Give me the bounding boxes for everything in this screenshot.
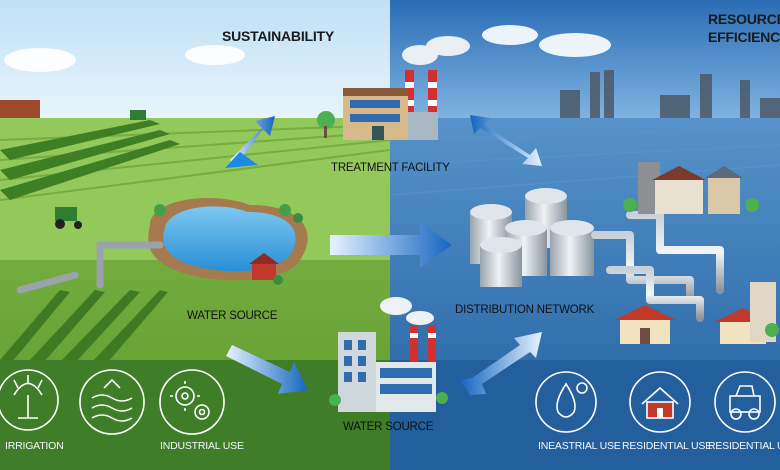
town-illustration [623,162,759,214]
label-use-ineastrial: INEASTRIAL USE [538,440,621,452]
pipes-left [16,241,164,294]
pond-illustration [148,197,308,285]
label-use-residential-2: RESIDENTIAL USE [708,440,780,452]
label-use-residential-1: RESIDENTIAL USE [622,440,712,452]
arrow-pond-to-distribution [330,222,452,268]
arrow-pond-to-plant [226,345,308,394]
label-distribution-network: DISTRIBUTION NETWORK [455,304,595,316]
treatment-facility-illustration [317,36,470,140]
house-icon [629,371,691,433]
heading-sustainability: SUSTAINABILITY [222,28,335,44]
label-treatment-facility: TREATMENT FACILITY [331,162,450,174]
houses-illustration [614,282,779,344]
arrow-treatment-left [225,116,275,168]
distribution-tanks-illustration [470,188,594,287]
label-use-irrigation: IRRIGATION [5,440,64,452]
label-water-source-plant: WATER SOURCE [343,421,434,433]
label-use-industrial: INDUSTRIAL USE [160,440,244,452]
flow-arrows [225,115,542,395]
tractor-icon [714,371,776,433]
gears-icon [159,369,225,435]
waves-icon [79,369,145,435]
pipes-right [591,211,724,322]
arrow-plant-to-distribution [460,332,542,395]
sprinkler-icon [0,369,59,431]
arrow-treatment-right [470,115,542,166]
label-water-source-pond: WATER SOURCE [187,310,278,322]
heading-resource-line1: RESOURCE [708,11,780,27]
tractor-illustration [55,110,146,229]
water-drop-gear-icon [535,371,597,433]
heading-resource-line2: EFFICIENCY [708,29,780,45]
water-plant-illustration [329,297,448,412]
